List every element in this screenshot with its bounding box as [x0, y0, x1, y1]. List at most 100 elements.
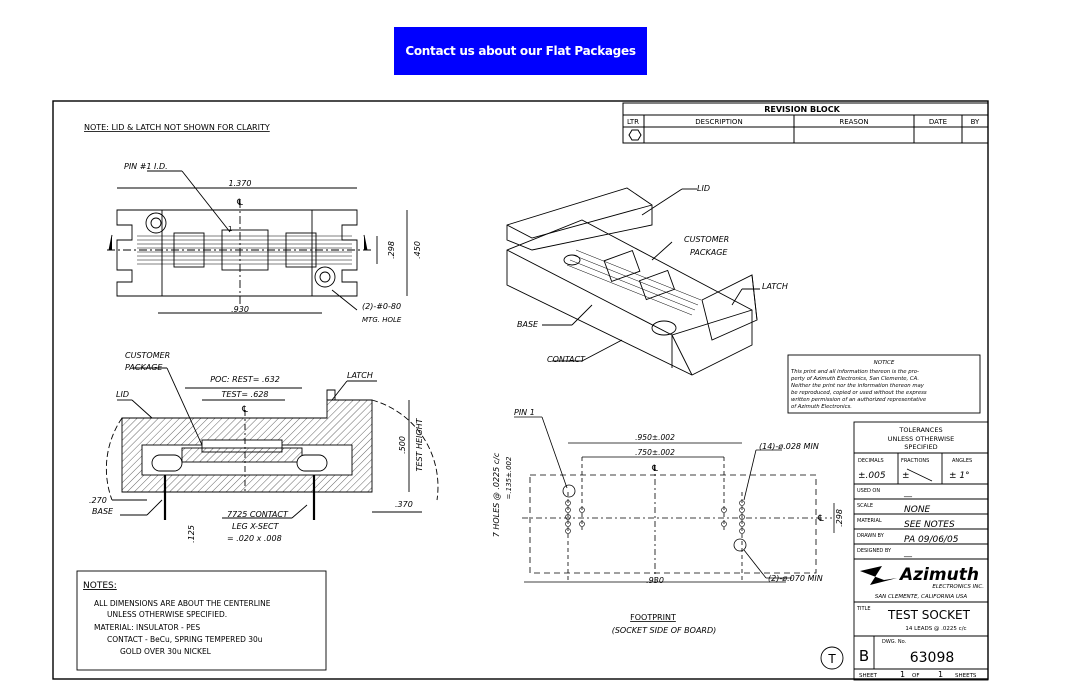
used-on-label: USED ON — [857, 488, 880, 494]
mtg-hole-label-1: (2)-#0-80 — [362, 302, 401, 311]
revision-mark: T — [827, 652, 836, 666]
iso-customer-label-1: CUSTOMER — [684, 235, 729, 244]
section-customer-label-2: PACKAGE — [125, 363, 163, 372]
notice-line-2: perty of Azimuth Electronics, San Clemen… — [790, 376, 919, 382]
mtg-hole-label-2: MTG. HOLE — [362, 316, 402, 324]
rev-col-ltr: LTR — [627, 118, 639, 126]
sheet-label: SHEET — [859, 673, 878, 679]
pin-number: 1 — [228, 225, 232, 233]
notice-line-1: This print and all information thereon i… — [791, 369, 919, 375]
footprint-title: FOOTPRINT — [630, 613, 676, 622]
iso-contact-label: CONTACT — [547, 355, 586, 364]
designed-by-value: __ — [903, 548, 913, 557]
drawn-by-value: PA 09/06/05 — [904, 535, 959, 545]
footprint-side-label-2: =.135±.002 — [505, 456, 513, 499]
iso-latch-label: LATCH — [762, 282, 788, 291]
notice-box: NOTICE This print and all information th… — [787, 354, 981, 414]
section-customer-label-1: CUSTOMER — [125, 351, 170, 360]
notes-title: NOTES: — [83, 581, 117, 591]
iso-lid-label: LID — [697, 184, 710, 193]
isometric-view — [506, 187, 760, 376]
dim-930-top: .930 — [231, 305, 249, 314]
footprint-view — [514, 416, 835, 583]
sheet-number: 1 — [900, 670, 905, 679]
dim-950: .950±.002 — [635, 433, 675, 442]
title-label: TITLE — [856, 606, 871, 612]
top-view — [107, 170, 408, 314]
angles-label: ANGLES — [952, 458, 972, 464]
material-label: MATERIAL — [857, 518, 882, 524]
iso-base-label: BASE — [517, 320, 539, 329]
iso-customer-label-2: PACKAGE — [690, 248, 728, 257]
dwg-no-label: DWG. No. — [882, 639, 907, 645]
dim-500: .500 — [398, 436, 407, 454]
sheet-total: 1 — [938, 670, 943, 679]
notice-line-3: Neither the print nor the information th… — [791, 383, 925, 389]
revision-block-title: REVISION BLOCK — [764, 105, 840, 114]
notes-line-3: MATERIAL: INSULATOR - PES — [94, 623, 200, 632]
fractions-value: ± — [902, 471, 910, 481]
tol-line-1: TOLERANCES — [898, 426, 942, 434]
scale-label: SCALE — [857, 503, 873, 509]
title-sub: 14 LEADS @ .0225 c/c — [905, 626, 966, 632]
azimuth-logo-icon — [860, 566, 897, 585]
test-label: TEST= .628 — [222, 390, 269, 399]
section-latch-label: LATCH — [347, 371, 373, 380]
rev-col-reason: REASON — [839, 118, 868, 126]
material-value: SEE NOTES — [904, 520, 955, 530]
footprint-side-label-1: 7 HOLES @ .0225 c/c — [492, 452, 501, 537]
section-lid-label: LID — [116, 390, 129, 399]
contact-label-2: LEG X-SECT — [232, 522, 280, 531]
test-height-label: TEST HEIGHT — [415, 417, 424, 471]
notice-title: NOTICE — [874, 360, 895, 366]
notes-line-1: ALL DIMENSIONS ARE ABOUT THE CENTERLINE — [94, 599, 271, 608]
company-name: Azimuth — [898, 565, 979, 585]
company-sub: ELECTRONICS INC. — [932, 584, 984, 590]
holes-label: (14)-ø.028 MIN — [759, 442, 819, 451]
contact-label-1: 7725 CONTACT — [227, 510, 289, 519]
fractions-label: FRACTIONS — [901, 458, 929, 464]
dim-450: .450 — [413, 241, 422, 259]
designed-by-label: DESIGNED BY — [857, 548, 892, 554]
sheets-label: SHEETS — [955, 673, 977, 679]
decimals-label: DECIMALS — [858, 458, 884, 464]
company-location: SAN CLEMENTE, CALIFORNIA USA — [875, 594, 968, 600]
footprint-side-centerline: ℄ — [817, 514, 824, 524]
title-value: TEST SOCKET — [887, 608, 971, 622]
rev-col-by: BY — [971, 118, 980, 126]
notes-line-5: GOLD OVER 30u NICKEL — [120, 647, 212, 656]
contact-flat-packages-button[interactable]: Contact us about our Flat Packages — [394, 27, 647, 75]
angles-value: ± 1° — [949, 471, 970, 481]
dim-930-footprint: .930 — [646, 576, 664, 585]
section-centerline: ℄ — [241, 405, 248, 415]
dim-370: .370 — [395, 500, 413, 509]
rev-col-description: DESCRIPTION — [695, 118, 742, 126]
dim-270: .270 — [89, 496, 107, 505]
title-block — [853, 421, 989, 681]
dim-1370: 1.370 — [229, 179, 252, 188]
notes-line-4: CONTACT - BeCu, SPRING TEMPERED 30u — [107, 635, 263, 644]
revision-block: REVISION BLOCK LTR DESCRIPTION REASON DA… — [622, 102, 989, 144]
dim-298-footprint: .298 — [835, 509, 844, 527]
size-value: B — [859, 647, 869, 665]
rev-col-date: DATE — [929, 118, 947, 126]
scale-value: NONE — [904, 505, 931, 515]
dim-298-top: .298 — [387, 241, 396, 259]
top-view-centerline: ℄ — [236, 198, 243, 208]
revision-circle-icon — [820, 646, 844, 670]
section-base-label: BASE — [92, 507, 114, 516]
footprint-pin1-label: PIN 1 — [514, 408, 535, 417]
footprint-subtitle: (SOCKET SIDE OF BOARD) — [612, 626, 717, 635]
notes-line-2: UNLESS OTHERWISE SPECIFIED. — [107, 610, 227, 619]
big-holes-label: (2)-ø.070 MIN — [768, 574, 823, 583]
dwg-no-value: 63098 — [910, 650, 955, 666]
notice-line-4: be reproduced, copied or used without th… — [791, 390, 927, 396]
hexagon-rev-icon — [628, 129, 642, 141]
dim-125: .125 — [187, 525, 196, 543]
footprint-centerline: ℄ — [651, 464, 658, 474]
drawn-by-label: DRAWN BY — [857, 533, 885, 539]
engineering-drawing: NOTE: LID & LATCH NOT SHOWN FOR CLARITY … — [52, 100, 989, 681]
top-note: NOTE: LID & LATCH NOT SHOWN FOR CLARITY — [84, 123, 270, 132]
section-view — [105, 367, 439, 520]
tol-line-2: UNLESS OTHERWISE — [888, 435, 955, 443]
